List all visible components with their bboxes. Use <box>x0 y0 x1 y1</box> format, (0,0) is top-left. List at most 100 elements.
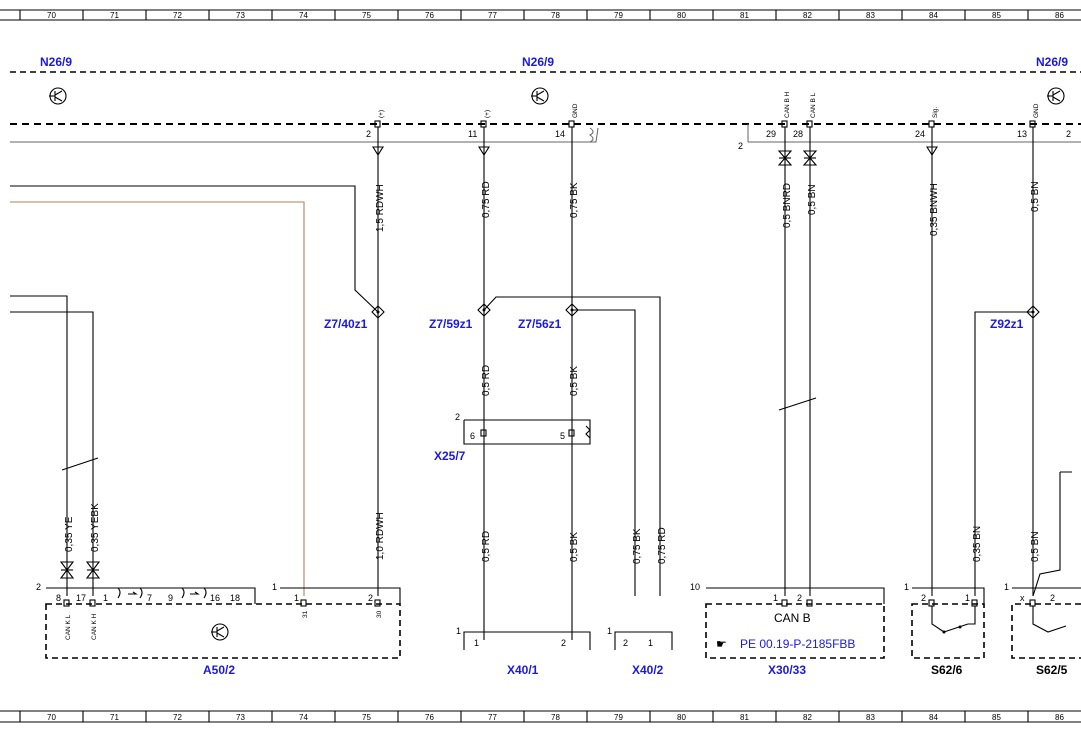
transistor-icon <box>49 87 67 105</box>
ruler-column-label: 76 <box>425 11 434 20</box>
wire-labels: 1,5 RDWH 0,75 RD 0,75 BK 0,5 BNRD 0,5 BN… <box>64 181 1041 564</box>
wire-label: 1,5 RDWH <box>375 184 386 232</box>
wire-label: 0,5 RD <box>481 531 492 562</box>
x30-33-label: X30/33 <box>768 663 806 677</box>
bus-conn-num: 2 <box>738 141 743 151</box>
svg-text:2: 2 <box>455 412 460 422</box>
svg-text:1: 1 <box>474 638 479 648</box>
splice-label: Z7/56z1 <box>518 317 562 331</box>
svg-text:1: 1 <box>1004 582 1009 592</box>
wire-label: 0,35 BN <box>972 526 983 562</box>
svg-text:2: 2 <box>1050 593 1055 603</box>
x30-33-component: 10 1 2 CAN B ☛ PE 00.19-P-2185FBB X30/33 <box>690 582 885 677</box>
ruler-column-label: 70 <box>47 11 56 20</box>
splices: Z7/40z1 Z7/59z1 Z7/56z1 Z92z1 <box>324 303 1040 331</box>
x40-2-connector: 1 2 1 X40/2 <box>607 626 673 677</box>
ruler-column-label: 71 <box>110 713 119 722</box>
ruler-column-label: 77 <box>488 11 497 20</box>
wire-label: 1,0 RDWH <box>375 512 386 560</box>
wire-label: 0,5 RD <box>481 365 492 396</box>
svg-text:1: 1 <box>607 626 612 636</box>
ruler-column-label: 74 <box>299 11 308 20</box>
x40-1-label: X40/1 <box>507 663 539 677</box>
svg-text:7: 7 <box>147 593 152 603</box>
wire-label: 0,5 BN <box>1030 181 1041 212</box>
ruler-column-label: 80 <box>677 11 686 20</box>
ruler-column-label: 76 <box>425 713 434 722</box>
top-pin: 28 CAN B L <box>793 92 817 139</box>
svg-text:1: 1 <box>103 593 108 603</box>
ruler-column-label: 79 <box>614 11 623 20</box>
doc-reference-link[interactable]: PE 00.19-P-2185FBB <box>740 637 855 651</box>
top-pin: 29 CAN B H <box>766 91 791 139</box>
svg-text:31: 31 <box>302 610 309 618</box>
svg-text:10: 10 <box>690 582 700 592</box>
ruler-column-label: 84 <box>929 713 938 722</box>
x40-2-label: X40/2 <box>632 663 664 677</box>
top-pin: 13 GND <box>1017 103 1040 139</box>
svg-text:1: 1 <box>648 638 653 648</box>
svg-text:1: 1 <box>965 593 970 603</box>
ruler-column-label: 75 <box>362 713 371 722</box>
top-pin: 14 GND <box>555 103 579 139</box>
svg-text:(+): (+) <box>484 110 491 118</box>
svg-text:13: 13 <box>1017 129 1027 139</box>
wire-label: 0,35 YE <box>64 516 75 552</box>
ruler-column-label: 81 <box>740 713 749 722</box>
svg-text:1: 1 <box>294 593 299 603</box>
ruler-column-label: 75 <box>362 11 371 20</box>
svg-text:(+): (+) <box>378 110 385 118</box>
svg-text:CAN B H: CAN B H <box>784 91 791 118</box>
ruler-column-label: 72 <box>173 11 182 20</box>
ruler-column-label: 78 <box>551 713 560 722</box>
svg-text:18: 18 <box>230 593 240 603</box>
ruler-column-label: 78 <box>551 11 560 20</box>
ruler-column-label: 79 <box>614 713 623 722</box>
ruler-column-label: 81 <box>740 11 749 20</box>
svg-text:GND: GND <box>1033 103 1040 118</box>
svg-text:x: x <box>1020 593 1025 603</box>
svg-text:1: 1 <box>272 582 277 592</box>
svg-text:Sig.: Sig. <box>932 107 939 118</box>
ruler-column-label: 72 <box>173 713 182 722</box>
wire-label: 0,75 BK <box>632 528 643 564</box>
svg-text:2: 2 <box>797 593 802 603</box>
svg-text:1: 1 <box>456 626 461 636</box>
svg-text:1: 1 <box>773 593 778 603</box>
splice-label: Z92z1 <box>990 317 1024 331</box>
svg-text:11: 11 <box>468 129 477 139</box>
transistor-icon <box>1047 87 1065 105</box>
svg-text:29: 29 <box>766 129 776 139</box>
ruler-column-label: 77 <box>488 713 497 722</box>
can-b-title: CAN B <box>774 611 811 625</box>
ruler-column-label: 73 <box>236 11 245 20</box>
wire-label: 0,5 BN <box>807 184 818 215</box>
svg-text:2: 2 <box>921 593 926 603</box>
svg-text:CAN K L: CAN K L <box>65 614 72 640</box>
wires <box>10 127 1072 640</box>
svg-text:9: 9 <box>168 593 173 603</box>
wire-label: 0,75 RD <box>657 527 668 564</box>
wire-label: 0,5 BK <box>569 366 580 396</box>
bus-label-3: N26/9 <box>1036 55 1068 69</box>
svg-text:5: 5 <box>560 431 565 441</box>
ruler-column-label: 86 <box>1055 11 1064 20</box>
svg-text:16: 16 <box>210 593 220 603</box>
ruler-column-label: 73 <box>236 713 245 722</box>
ruler-column-label: 82 <box>803 11 812 20</box>
svg-text:28: 28 <box>793 129 803 139</box>
s62-5-switch: 1 x 2 S62/5 <box>1004 582 1081 677</box>
wire-label: 0,75 RD <box>481 181 492 218</box>
ruler-column-label: 84 <box>929 11 938 20</box>
svg-text:2: 2 <box>36 582 41 592</box>
a50-2-component: 2 1 8 17 1 7 9 16 18 1 2 CAN K L CAN K H… <box>36 582 401 677</box>
bus-n26-9: N26/9 N26/9 N26/9 2 2 (+) 11 (+) <box>10 55 1081 151</box>
svg-text:GND: GND <box>572 103 579 118</box>
splice-label: Z7/40z1 <box>324 317 368 331</box>
x25-7-label: X25/7 <box>434 449 466 463</box>
svg-text:2: 2 <box>561 638 566 648</box>
top-pin: 2 <box>1066 129 1071 139</box>
s62-5-label: S62/5 <box>1036 663 1068 677</box>
